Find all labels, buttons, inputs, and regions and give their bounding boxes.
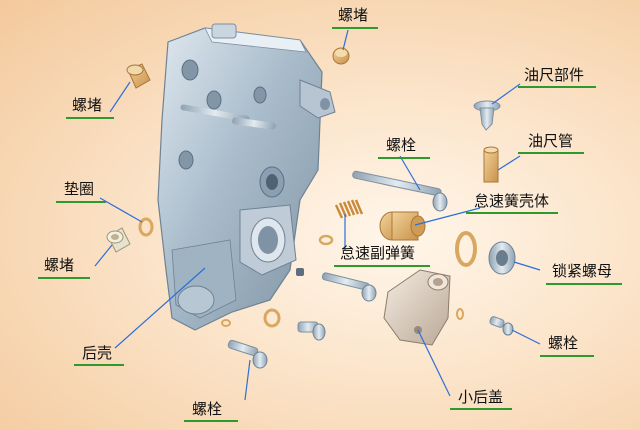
underline-dipstick-tube [518, 152, 584, 154]
label-washer: 垫圈 [64, 180, 95, 198]
washer-center-part [455, 231, 477, 267]
plug-left-part [126, 63, 151, 89]
label-idle-spring-housing: 怠速簧壳体 [474, 192, 550, 210]
small-washers-part [221, 234, 334, 328]
rear-housing-part [157, 23, 336, 331]
underline-dipstick-part [518, 86, 596, 88]
label-bolt-right: 螺栓 [548, 334, 579, 352]
lock-nut-part [488, 241, 516, 275]
underline-lock-nut [546, 283, 622, 285]
label-lock-nut: 锁紧螺母 [552, 262, 613, 280]
label-bolt-upper: 螺栓 [386, 136, 417, 154]
underline-bolt-upper [378, 157, 430, 159]
underline-idle-secondary-spring [334, 265, 430, 267]
label-plug-left: 螺堵 [72, 96, 103, 114]
underline-small-rear-cover [450, 408, 512, 410]
dipstick-tube-part [483, 146, 499, 183]
bolt-right-part [456, 308, 514, 336]
underline-rear-housing [74, 364, 124, 366]
label-plug-top: 螺堵 [338, 6, 369, 24]
bolt-lower-part [297, 321, 326, 341]
label-rear-housing: 后壳 [82, 344, 113, 362]
label-small-rear-cover: 小后盖 [458, 388, 504, 406]
underline-bolt-right [540, 355, 594, 357]
bolt-upper-part [352, 170, 448, 212]
leader-lines [94, 29, 541, 401]
underline-washer [56, 201, 106, 203]
underline-plug-left [66, 117, 114, 119]
idle-spring-housing-part [379, 211, 426, 241]
bolt-bottom-part [227, 339, 268, 369]
label-plug-lower-left: 螺堵 [44, 256, 75, 274]
bolt-middle-part [321, 272, 377, 302]
label-dipstick-part: 油尺部件 [524, 66, 585, 84]
label-dipstick-tube: 油尺管 [528, 132, 574, 150]
underline-bolt-bottom [184, 420, 238, 422]
washer-left-part [138, 217, 154, 237]
label-idle-secondary-spring: 怠速副弹簧 [340, 244, 416, 262]
plug-top-part [332, 47, 350, 65]
label-bolt-bottom: 螺栓 [192, 400, 223, 418]
underline-idle-spring-housing [466, 212, 558, 214]
idle-secondary-spring-part [334, 199, 364, 219]
plug-lower-left-part [106, 227, 131, 253]
dipstick-part [473, 100, 501, 131]
underline-plug-lower-left [38, 277, 90, 279]
underline-plug-top [332, 27, 378, 29]
small-rear-cover-part [383, 269, 451, 346]
